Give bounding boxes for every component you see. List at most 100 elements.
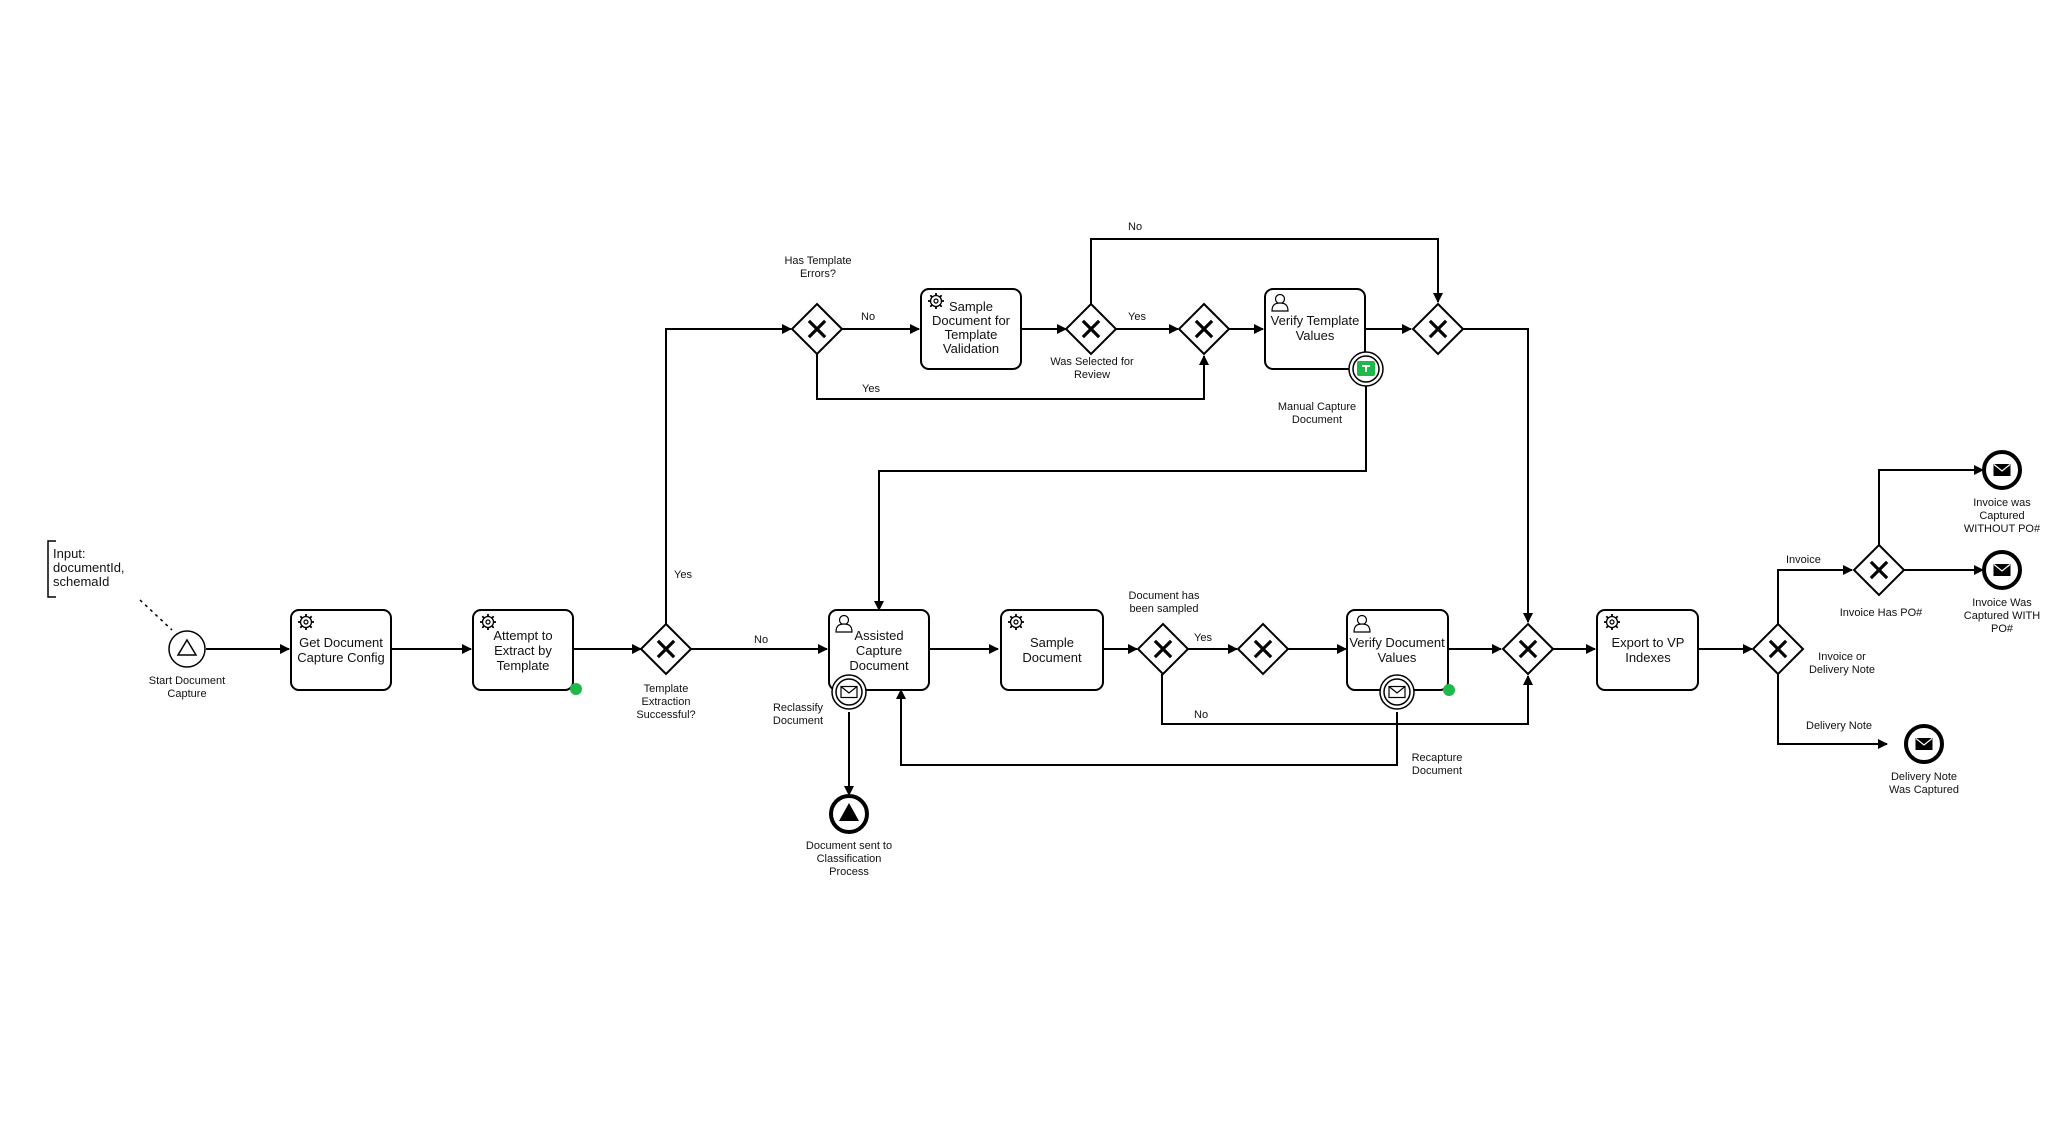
gateway-template-extraction-successful[interactable]	[639, 622, 693, 676]
flow-label-yes: Yes	[1194, 632, 1212, 644]
boundary-event-manual-capture[interactable]	[1348, 351, 1384, 387]
gateway-invoice-or-delivery-note[interactable]	[1751, 622, 1805, 676]
gateway-sample-merge[interactable]	[1236, 622, 1290, 676]
flow-label-delivery-note: Delivery Note	[1806, 720, 1872, 732]
flow-label-no: No	[1128, 221, 1142, 233]
boundary-event-reclassify[interactable]	[831, 674, 867, 710]
gateway-invoice-has-po[interactable]	[1852, 543, 1906, 597]
annotation-bracket	[47, 540, 56, 598]
gateway-was-selected-for-review[interactable]	[1064, 302, 1118, 356]
exclusive-x-icon	[1518, 639, 1538, 659]
task-attempt-extract-by-template[interactable]: Attempt to Extract by Template	[472, 609, 582, 695]
end-event-classification[interactable]	[829, 794, 869, 834]
gateway-label-line: Extraction	[642, 696, 691, 708]
gateway-has-template-errors[interactable]	[790, 302, 844, 356]
flow-yes-to-errors	[665, 324, 792, 624]
delivery-note-event-label-2: Was Captured	[1889, 784, 1959, 796]
task-label-line: Values	[1378, 650, 1417, 665]
manual-capture-label-2: Document	[1292, 414, 1342, 426]
annotation-line-1: Input:	[53, 546, 86, 561]
flow-recapture	[896, 689, 1398, 766]
manual-capture-label-1: Manual Capture	[1278, 401, 1356, 413]
end-event-delivery-note[interactable]	[1904, 724, 1944, 764]
invoice-with-po-label-3: PO#	[1991, 623, 2014, 635]
gateway-template-values-merge[interactable]	[1411, 302, 1465, 356]
invoice-without-po-label-1: Invoice was	[1973, 497, 2031, 509]
exclusive-x-icon	[1428, 319, 1448, 339]
annotation-association	[139, 599, 173, 631]
task-label-line: Extract by	[494, 643, 552, 658]
task-assisted-capture-document[interactable]: Assisted Capture Document	[828, 609, 930, 691]
invoice-without-po-label-2: Captured	[1979, 510, 2024, 522]
flow-template-merge-to-final	[1463, 328, 1533, 623]
task-label-line: Sample	[1030, 635, 1074, 650]
envelope-icon	[840, 685, 858, 699]
task-sample-document-template-validation[interactable]: Sample Document for Template Validation	[920, 288, 1022, 370]
start-event-label-2: Capture	[167, 688, 206, 700]
status-marker	[1443, 684, 1455, 696]
task-label-line: Export to VP	[1612, 635, 1685, 650]
flow-not-selected-bypass	[1090, 238, 1443, 304]
flow-label-yes: Yes	[674, 569, 692, 581]
task-label-line: Document	[1022, 650, 1082, 665]
task-label-line: Template	[497, 658, 550, 673]
envelope-icon	[1993, 563, 2011, 577]
gateway-label-line: Has Template	[784, 255, 851, 267]
flow-no-po	[1878, 465, 1984, 545]
gateway-template-review-merge[interactable]	[1177, 302, 1231, 356]
invoice-without-po-label-3: WITHOUT PO#	[1964, 523, 2041, 535]
exclusive-x-icon	[1768, 639, 1788, 659]
gateway-label-line: been sampled	[1129, 603, 1198, 615]
envelope-icon	[1388, 685, 1406, 699]
gateway-label-line: Errors?	[800, 268, 836, 280]
exclusive-x-icon	[1194, 319, 1214, 339]
reclassify-label-2: Document	[773, 715, 823, 727]
gateway-label-line: Invoice or	[1818, 651, 1866, 663]
flow-labels: Yes No No Yes Yes No Yes No Invoice Deli…	[674, 221, 1872, 732]
flow-label-no: No	[754, 634, 768, 646]
envelope-icon	[1915, 737, 1933, 751]
flow-invoice	[1777, 565, 1853, 624]
task-label-line: Verify Template	[1271, 313, 1360, 328]
escalation-icon-glyph	[1362, 365, 1370, 372]
gateway-label-line: Delivery Note	[1809, 664, 1875, 676]
flow-sampled-no	[1161, 674, 1533, 725]
task-sample-document[interactable]: Sample Document	[1000, 609, 1104, 691]
task-label-line: Attempt to	[493, 628, 552, 643]
task-label-line: Template	[945, 327, 998, 342]
gateway-document-sampled[interactable]	[1136, 622, 1190, 676]
task-verify-template-values[interactable]: Verify Template Values	[1264, 288, 1366, 370]
exclusive-x-icon	[1153, 639, 1173, 659]
task-export-to-vp-indexes[interactable]: Export to VP Indexes	[1596, 609, 1699, 691]
task-label-line: Capture	[856, 643, 902, 658]
task-label-line: Document for	[932, 313, 1011, 328]
flow-manual-capture	[874, 386, 1367, 611]
classification-label-2: Classification	[817, 853, 882, 865]
flow-yes-errors-bypass	[816, 354, 1209, 400]
recapture-label-1: Recapture	[1412, 752, 1463, 764]
start-event-label-1: Start Document	[149, 675, 225, 687]
reclassify-label-1: Reclassify	[773, 702, 824, 714]
task-label-line: Validation	[943, 341, 999, 356]
text-annotation: Input: documentId, schemaId	[47, 540, 125, 598]
invoice-with-po-label-1: Invoice Was	[1972, 597, 2032, 609]
task-label-line: Get Document	[299, 635, 383, 650]
signal-icon	[839, 803, 859, 821]
status-marker	[570, 683, 582, 695]
gateway-label-line: Document has	[1129, 590, 1200, 602]
boundary-event-recapture[interactable]	[1379, 674, 1415, 710]
task-verify-document-values[interactable]: Verify Document Values	[1346, 609, 1455, 696]
gateway-label-line: Template	[644, 683, 689, 695]
task-get-document-capture-config[interactable]: Get Document Capture Config	[290, 609, 392, 691]
exclusive-x-icon	[1253, 639, 1273, 659]
task-label-line: Verify Document	[1349, 635, 1445, 650]
start-event[interactable]	[168, 630, 206, 668]
flow-label-yes: Yes	[1128, 311, 1146, 323]
gateway-label-line: Was Selected for	[1050, 356, 1134, 368]
gateway-final-merge[interactable]	[1501, 622, 1555, 676]
task-label-line: Values	[1296, 328, 1335, 343]
gateway-label-line: Successful?	[636, 709, 695, 721]
end-event-invoice-without-po[interactable]	[1982, 450, 2022, 490]
end-event-invoice-with-po[interactable]	[1982, 550, 2022, 590]
